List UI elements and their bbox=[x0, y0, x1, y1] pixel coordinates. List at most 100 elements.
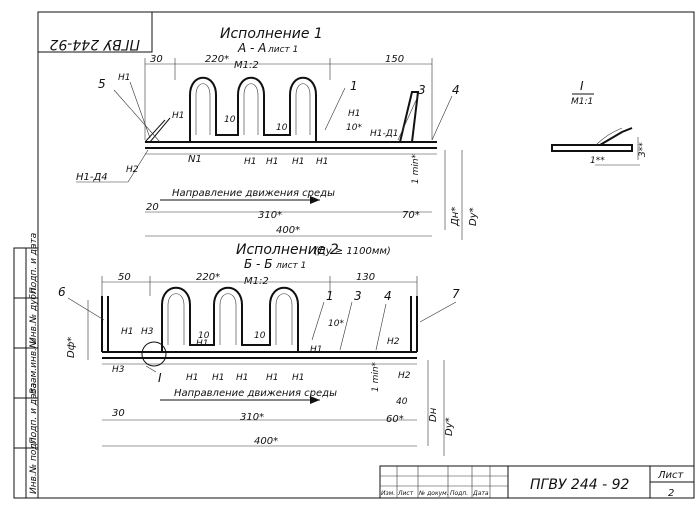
v1-weld-left: Н1 bbox=[172, 111, 185, 121]
designation: ПГВУ 244 - 92 bbox=[530, 477, 629, 493]
v1-dim-310: 310* bbox=[258, 210, 282, 221]
view-1: Исполнение 1 А - А лист 1 М1:2 30 220* 1… bbox=[76, 26, 479, 240]
v2-flange-right bbox=[410, 296, 418, 352]
v2-weld-c: Н1 bbox=[236, 373, 249, 383]
view1-scale: М1:2 bbox=[234, 60, 259, 71]
v2-weld-g: Н1 bbox=[196, 339, 209, 349]
view-2: Исполнение 2 (Ду ≥ 1100мм) Б - Б лист 1 … bbox=[58, 242, 460, 456]
v2-min: 1 min* bbox=[371, 361, 381, 392]
v2-dim-30: 30 bbox=[112, 408, 125, 419]
v2-weld-e: Н1 bbox=[292, 373, 305, 383]
v2-gap-end: 10* bbox=[328, 319, 344, 329]
tb-col-3: № докум. bbox=[418, 490, 449, 497]
detail-dim-1: 1** bbox=[590, 156, 605, 166]
view1-sheet-ref: лист 1 bbox=[267, 45, 298, 55]
v1-pos-3: 3 bbox=[418, 83, 426, 97]
v2-dy: Dу* bbox=[444, 417, 455, 436]
v2-flange-left bbox=[101, 296, 109, 352]
v1-gap-1: 10 bbox=[224, 115, 236, 125]
v2-detail-circle bbox=[141, 341, 167, 367]
side-stamp: Инв.№ подл. Подп. и дата Взам.инв.№ Инв.… bbox=[13, 233, 39, 499]
v1-weld-b: Н1 bbox=[266, 157, 279, 167]
v2-weld-d: Н1 bbox=[266, 373, 279, 383]
v2-pos-7: 7 bbox=[452, 287, 460, 301]
v2-dn: Dн bbox=[428, 407, 439, 422]
tb-col-2: Лист bbox=[397, 490, 414, 497]
v2-weld-n1-left: Н1 bbox=[121, 327, 134, 337]
tb-col-4: Подп. bbox=[450, 490, 468, 497]
v2-pos-4: 4 bbox=[384, 289, 392, 303]
v2-gap-2: 10 bbox=[254, 331, 266, 341]
v1-weld-a: Н1 bbox=[244, 157, 257, 167]
view2-section: Б - Б bbox=[244, 257, 272, 271]
v2-weld-b: Н1 bbox=[212, 373, 225, 383]
tb-col-1: Изм. bbox=[381, 490, 395, 497]
v1-corrugation bbox=[175, 76, 330, 143]
v2-dim-60: 60* bbox=[386, 414, 404, 425]
v2-weld-n3: Н3 bbox=[141, 327, 154, 337]
v1-dim-30: 30 bbox=[150, 54, 163, 65]
v1-dim-400: 400* bbox=[276, 225, 300, 236]
v1-pos-1: 1 bbox=[350, 79, 358, 93]
v2-flow: Направление движения среды bbox=[174, 388, 337, 399]
v1-weld-d: Н1 bbox=[316, 157, 329, 167]
v2-dim-220: 220* bbox=[196, 272, 220, 283]
detail-plate bbox=[551, 144, 633, 152]
v1-dn: Дн* bbox=[450, 207, 461, 227]
view2-condition: (Ду ≥ 1100мм) bbox=[314, 246, 391, 257]
v1-dim-70: 70* bbox=[402, 210, 420, 221]
view2-sheet-ref: лист 1 bbox=[275, 261, 306, 271]
v1-weld-d4: Н1-Д4 bbox=[76, 172, 108, 183]
v2-df: Dф* bbox=[66, 337, 77, 358]
v2-dim-310: 310* bbox=[240, 412, 264, 423]
v1-dim-20: 20 bbox=[146, 202, 159, 213]
v1-weld-c: Н1 bbox=[292, 157, 305, 167]
v2-weld-a: Н1 bbox=[186, 373, 199, 383]
svg-text:ПГВУ 244-92: ПГВУ 244-92 bbox=[49, 36, 140, 52]
side-stamp-5: Подп. и дата bbox=[29, 233, 39, 294]
v1-weld-n1: N1 bbox=[188, 154, 202, 165]
v1-gap-end: 10* bbox=[346, 123, 362, 133]
v2-dim-130: 130 bbox=[356, 272, 375, 283]
view2-title: Исполнение 2 bbox=[236, 242, 339, 258]
v1-weld-e: Н1 bbox=[348, 109, 361, 119]
v1-flow: Направление движения среды bbox=[172, 188, 335, 199]
v1-weld-n2: Н2 bbox=[126, 165, 139, 175]
side-stamp-4: Инв.№ дубл. bbox=[29, 285, 39, 344]
tb-col-5: Дата bbox=[472, 490, 489, 497]
view1-title: Исполнение 1 bbox=[220, 26, 323, 42]
side-stamp-3: Взам.инв.№ bbox=[29, 339, 39, 394]
v1-dim-220: 220* bbox=[205, 54, 229, 65]
view1-section: А - А bbox=[237, 41, 266, 55]
v2-corrugation bbox=[150, 286, 330, 353]
v2-dim-40: 40 bbox=[396, 397, 408, 407]
detail-i: I М1:1 1** 3** bbox=[551, 79, 648, 166]
detail-scale: М1:1 bbox=[571, 97, 593, 107]
side-stamp-1: Инв.№ подл. bbox=[29, 435, 39, 494]
v1-gap-2: 10 bbox=[276, 123, 288, 133]
detail-roman: I bbox=[580, 79, 584, 93]
v1-min: 1 min* bbox=[411, 153, 421, 184]
v1-dy: Dу* bbox=[468, 207, 479, 226]
v1-weld-top: Н1 bbox=[118, 73, 131, 83]
v1-pos-5: 5 bbox=[98, 77, 106, 91]
v2-pos-1: 1 bbox=[326, 289, 334, 303]
v2-weld-n3-low: Н3 bbox=[112, 365, 125, 375]
v2-gap-1: 10 bbox=[198, 331, 210, 341]
title-block: Изм. Лист № докум. Подп. Дата ПГВУ 244 -… bbox=[379, 465, 695, 499]
view2-scale: М1:2 bbox=[244, 276, 269, 287]
side-stamp-2: Подп. и дата bbox=[29, 383, 39, 444]
sheet-number: 2 bbox=[668, 488, 674, 499]
v2-dim-400: 400* bbox=[254, 436, 278, 447]
v2-detail-callout: I bbox=[158, 371, 162, 385]
detail-dim-2: 3** bbox=[638, 142, 648, 157]
corner-stamp: ПГВУ 244-92 bbox=[37, 11, 153, 53]
v2-weld-n2-low: Н2 bbox=[398, 371, 411, 381]
v2-pos-6: 6 bbox=[58, 285, 66, 299]
detail-bend bbox=[599, 127, 633, 146]
v2-pos-3: 3 bbox=[354, 289, 362, 303]
v2-weld-f: Н1 bbox=[310, 345, 323, 355]
v1-weld-d1: Н1-Д1 bbox=[370, 129, 399, 139]
v2-dim-50: 50 bbox=[118, 272, 131, 283]
